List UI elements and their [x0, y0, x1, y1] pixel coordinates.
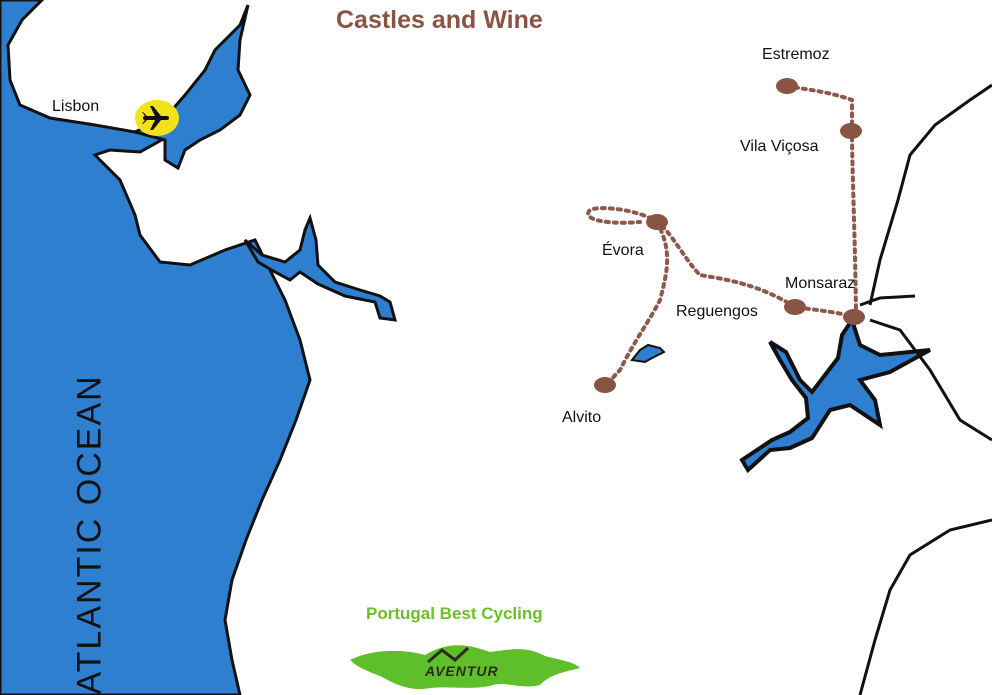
alqueva-lake — [739, 315, 931, 474]
place-label-evora: Évora — [602, 242, 644, 259]
border-line-south — [858, 518, 992, 695]
logo-splash — [350, 645, 580, 690]
stop-reguengos — [784, 299, 806, 315]
small-lake — [630, 343, 666, 364]
ocean-label: ATLANTIC OCEAN — [70, 374, 109, 695]
stop-vila-vicosa — [840, 123, 862, 139]
border-line — [868, 83, 992, 306]
place-label-lisbon: Lisbon — [52, 98, 100, 115]
atlantic-ocean — [0, 0, 312, 695]
place-label-reguengos: Reguengos — [676, 303, 758, 320]
stop-monsaraz — [843, 309, 865, 325]
stop-estremoz — [776, 78, 798, 94]
place-label-vila-vicosa: Vila Viçosa — [740, 138, 819, 155]
logo-text: AVENTUR — [425, 663, 499, 679]
brand-tagline: Portugal Best Cycling — [366, 604, 543, 623]
river-line — [869, 318, 992, 442]
logo-mark — [427, 646, 470, 664]
stop-alvito — [594, 377, 616, 393]
sado-estuary — [243, 213, 398, 322]
road-line — [859, 294, 916, 307]
airplane-icon — [142, 106, 169, 130]
stop-evora — [646, 214, 668, 230]
place-label-alvito: Alvito — [562, 409, 602, 426]
place-label-monsaraz: Monsaraz — [785, 275, 856, 292]
place-label-estremoz: Estremoz — [762, 46, 830, 63]
route-path — [586, 84, 858, 387]
map-title: Castles and Wine — [336, 6, 543, 34]
